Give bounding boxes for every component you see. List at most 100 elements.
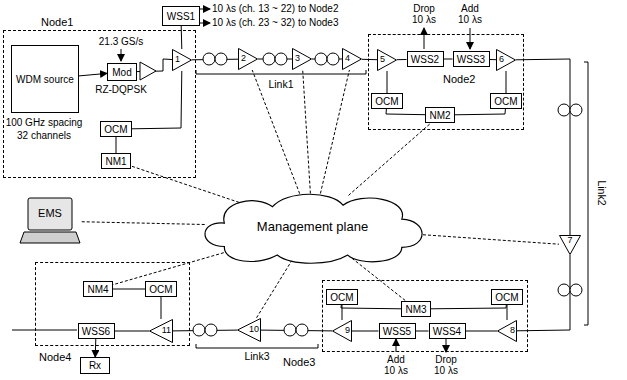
amplifier-outline (498, 321, 517, 342)
amplifier: 9 (332, 320, 352, 342)
management-link (80, 222, 205, 225)
node-manager: NM1 (101, 153, 131, 169)
laptop-screen (28, 198, 72, 230)
amplifier-outline (333, 321, 352, 342)
node-boundary: Node1WDM sourceMod1OCMNM1 (3, 30, 196, 178)
fiber-link (115, 331, 150, 332)
management-link (320, 70, 349, 194)
channel-monitor: OCM (490, 93, 522, 109)
amplifier-number: 9 (345, 326, 350, 336)
output-arrow (200, 23, 210, 24)
amplifier-number: 2 (241, 54, 246, 64)
amplifier-number: 10 (249, 325, 259, 335)
node-label: WDM source (16, 74, 74, 85)
node-heading: Node1 (41, 16, 73, 28)
amplifier-outline (173, 50, 192, 71)
amplifier-number: 4 (345, 54, 350, 64)
amplifier: 1 (172, 49, 192, 71)
management-link (349, 123, 431, 195)
fiber-link (466, 331, 498, 332)
amplifier: 7 (559, 235, 581, 255)
amplifier-outline (238, 319, 261, 342)
node-label: Mod (112, 67, 131, 78)
text-label: 10 λs (ch. 23 ~ 32) to Node3 (212, 17, 338, 28)
drawing-part (275, 53, 287, 65)
fiber-link (517, 255, 570, 331)
management-cloud: Management plane (195, 188, 430, 266)
wss-switch: WSS3 (453, 51, 490, 67)
drawing-part (203, 53, 215, 65)
amplifier-outline (293, 49, 312, 70)
amplifier-number: 3 (295, 54, 300, 64)
cloud-outline (205, 194, 422, 263)
amplifier-outline (560, 236, 581, 255)
node-label: WSS3 (457, 54, 485, 65)
node-label: WSS5 (383, 326, 411, 337)
fiber-link (341, 305, 401, 309)
fiber-link (490, 59, 497, 60)
link-bracket (196, 344, 318, 348)
drop-arrow (446, 339, 447, 352)
amplifier: 5 (377, 49, 397, 71)
drawing-part (215, 53, 227, 65)
wss-switch: WSS2 (407, 51, 444, 67)
fiber-link (416, 331, 429, 332)
amplifier-number: 8 (510, 326, 515, 336)
fiber-link (444, 59, 453, 60)
channel-monitor: OCM (100, 121, 132, 137)
drawing-part (558, 284, 570, 296)
text-label: Drop 10 λs (409, 3, 439, 25)
management-link (113, 250, 233, 285)
drawing-part (296, 324, 308, 336)
amplifier-outline (497, 50, 516, 71)
node-label: NM3 (405, 304, 426, 315)
amplifier-outline (378, 50, 397, 71)
amplifier-number: 1 (175, 55, 180, 65)
node-label: Management plane (257, 220, 368, 234)
output-arrow (200, 9, 210, 10)
node-label: OCM (494, 96, 517, 107)
amplifier-number: 11 (162, 326, 171, 336)
clock-arrow (121, 49, 122, 61)
amplifier: 11 (149, 319, 173, 343)
text-label: 10 λs (ch. 13 ~ 22) to Node2 (212, 3, 338, 14)
amplifier: 2 (238, 48, 258, 70)
node-label: OCM (149, 284, 172, 295)
node-heading: Node4 (39, 351, 71, 363)
node-label: NM2 (429, 110, 450, 121)
node-manager: NM3 (401, 301, 431, 317)
text-label: 21.3 GS/s (99, 36, 143, 47)
text-label: Add 10 λs (381, 354, 411, 376)
node-outline (20, 196, 80, 246)
amplifier: 10 (237, 318, 261, 342)
amplifier-outline (239, 49, 258, 70)
node-label: OCM (330, 292, 353, 303)
amplifier-number: 6 (499, 55, 504, 65)
node-boundary: Node2 5 WSS2 WSS3 6OCM NM2 OCM (368, 34, 524, 130)
node-label: OCM (104, 124, 127, 135)
fiber-link (506, 71, 507, 93)
fiber-link (116, 137, 117, 153)
text-label: Link2 (595, 180, 607, 205)
amplifier-number: 5 (380, 55, 385, 65)
amplifier: 6 (496, 49, 516, 71)
wss-switch: WSS4 (429, 323, 466, 339)
text-label: 32 channels (17, 130, 71, 141)
ems-laptop: EMS (20, 196, 80, 246)
drawing-part (193, 324, 205, 336)
laptop-base (20, 232, 80, 243)
link-bracket (584, 62, 588, 325)
drawing-part (284, 324, 296, 336)
wss-switch: WSS6 (78, 323, 115, 339)
node-label: NM1 (105, 156, 126, 167)
channel-monitor: OCM (145, 281, 177, 297)
fiber-link (455, 109, 505, 115)
drawing-part (327, 53, 339, 65)
channel-monitor: OCM (371, 93, 403, 109)
fiber-link (516, 59, 570, 235)
wss-switch: WSS5 (379, 323, 416, 339)
drawing-part (205, 324, 217, 336)
node-heading: Node2 (443, 73, 475, 85)
node-manager: NM4 (83, 281, 113, 297)
